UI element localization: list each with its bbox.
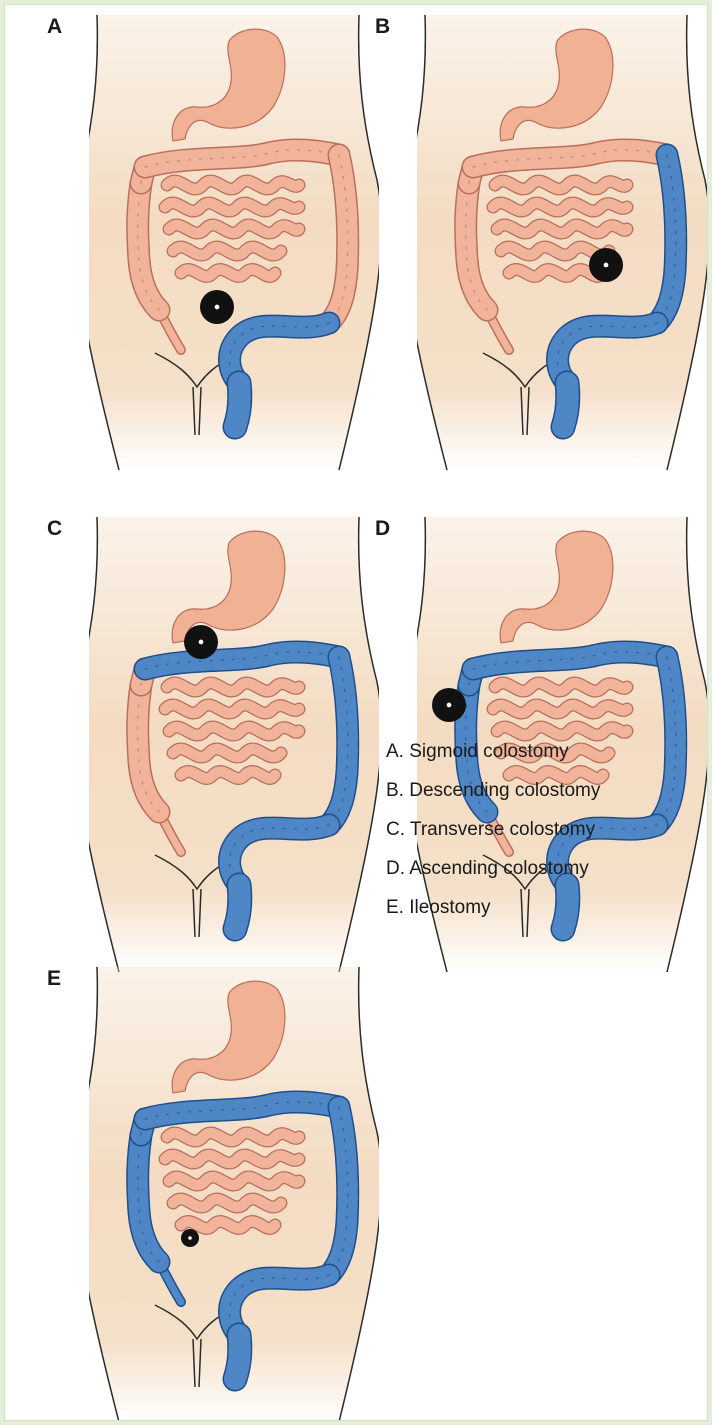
- panel-e-ileostomy: E: [89, 967, 379, 1421]
- stoma-marker: [181, 1229, 199, 1247]
- panel-c-transverse-colostomy: C: [89, 517, 379, 972]
- panel-letter-c: C: [47, 517, 62, 541]
- rectum: [235, 1335, 240, 1379]
- rectum: [235, 885, 240, 929]
- legend: A. Sigmoid colostomy B. Descending colos…: [386, 740, 600, 935]
- stoma-marker: [200, 290, 234, 324]
- anatomy-illustration: [417, 15, 707, 470]
- legend-item-transverse: C. Transverse colostomy: [386, 818, 600, 842]
- panel-a-sigmoid-colostomy: A: [89, 15, 379, 470]
- stoma-marker: [589, 248, 623, 282]
- panel-letter-b: B: [375, 15, 390, 39]
- panel-b-descending-colostomy: B: [417, 15, 707, 470]
- anatomy-illustration: [89, 517, 379, 972]
- legend-item-ascending: D. Ascending colostomy: [386, 857, 600, 881]
- panel-letter-d: D: [375, 517, 390, 541]
- rectum: [235, 383, 240, 427]
- figure-frame: A B C D E A. Sigmoid colostomy B. Descen…: [4, 4, 708, 1421]
- stoma-marker: [432, 688, 466, 722]
- panel-letter-a: A: [47, 15, 62, 39]
- stoma-marker: [184, 625, 218, 659]
- legend-item-ileostomy: E. Ileostomy: [386, 896, 600, 920]
- panel-letter-e: E: [47, 967, 61, 991]
- rectum: [563, 383, 568, 427]
- anatomy-illustration: [89, 967, 379, 1421]
- legend-item-sigmoid: A. Sigmoid colostomy: [386, 740, 600, 764]
- anatomy-illustration: [89, 15, 379, 470]
- legend-item-descending: B. Descending colostomy: [386, 779, 600, 803]
